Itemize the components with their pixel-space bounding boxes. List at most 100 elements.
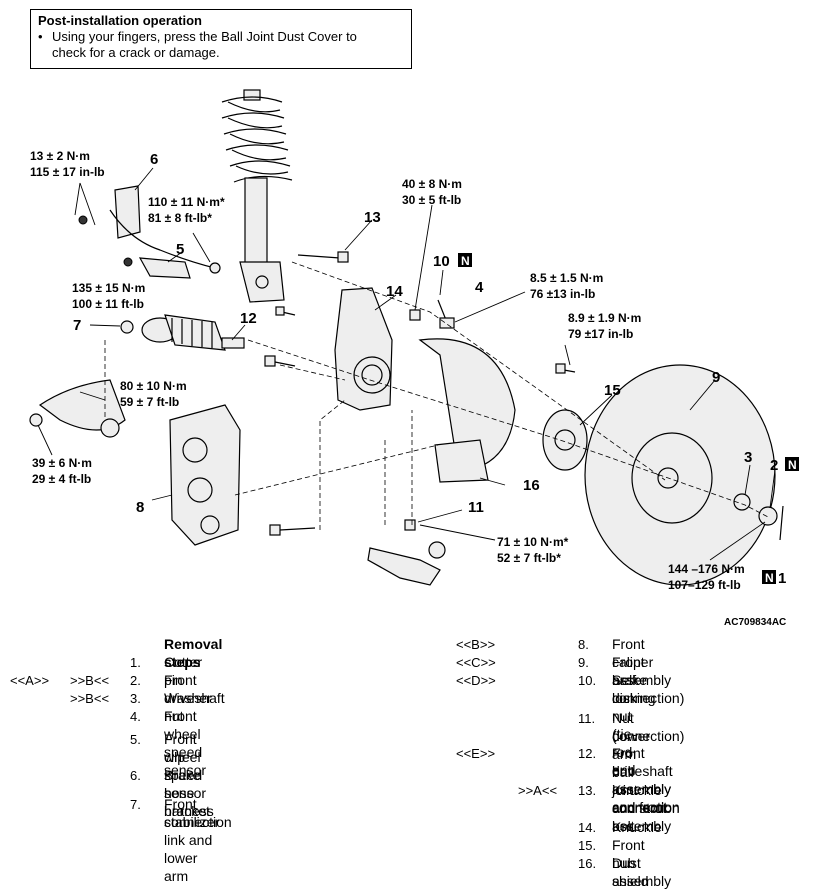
torque-hub-bolt-nm: 80 ± 10 N·m bbox=[120, 379, 187, 393]
part-number-3: 3 bbox=[744, 449, 752, 466]
step-3-code-b: >>B<< bbox=[70, 691, 110, 706]
alignment-lines bbox=[104, 261, 771, 530]
step-5-number: 5. bbox=[130, 732, 141, 747]
part-number-15: 15 bbox=[604, 382, 621, 399]
torque-hub-bolt-ftlb: 59 ± 7 ft-lb bbox=[120, 395, 179, 409]
hub-drawing bbox=[542, 409, 588, 471]
torque-driveshaft-nut-nm: 144 –176 N·m bbox=[668, 562, 745, 576]
part-number-11: 11 bbox=[468, 499, 484, 516]
step-7-text-line2: connection bbox=[164, 814, 232, 830]
step-16-text: Dust shield bbox=[612, 855, 649, 889]
step-7-number: 7. bbox=[130, 797, 141, 812]
step-5-text-line2: clip bbox=[164, 749, 186, 765]
bullet-mark: • bbox=[38, 29, 43, 44]
step-12-text-line2: driveshaft assembly connection bbox=[612, 763, 680, 815]
n-mark-2: N bbox=[788, 458, 797, 472]
note-text-line2: check for a crack or damage. bbox=[52, 45, 220, 60]
step-11-number: 11. bbox=[578, 711, 596, 726]
step-14-text: Knuckle bbox=[612, 819, 662, 835]
torque-lower-arm-ftlb: 29 ± 4 ft-lb bbox=[32, 472, 91, 486]
step-5-text-line1: Front wheel speed sensor harness bbox=[164, 731, 214, 819]
part-number-12: 12 bbox=[240, 310, 257, 327]
tie-rod-end-drawing bbox=[367, 541, 446, 586]
step-10-text-line2: connection) bbox=[612, 690, 685, 706]
torque-dust-shield-inlb: 79 ±17 in-lb bbox=[568, 327, 633, 341]
washer-drawing bbox=[733, 493, 751, 511]
step-4-number: 4. bbox=[130, 709, 141, 724]
part-number-10: 10 bbox=[433, 253, 450, 270]
note-text-line1: Using your fingers, press the Ball Joint… bbox=[52, 29, 357, 44]
step-14-number: 14. bbox=[578, 820, 597, 835]
torque-knuckle-bolt-ftlb: 100 ± 11 ft-lb bbox=[72, 297, 144, 311]
driveshaft-drawing bbox=[120, 314, 245, 351]
part-number-1: 1 bbox=[778, 570, 786, 587]
cotter-pin-drawing bbox=[779, 505, 784, 541]
step-13-text-line2: connection bolt bbox=[612, 800, 680, 834]
step-9-text: Front brake disk bbox=[612, 654, 648, 706]
removal-steps-heading: Removal steps bbox=[164, 636, 223, 670]
part-number-8: 8 bbox=[136, 499, 144, 516]
step-10-text-line1: Self locking nut (tie-rod end bbox=[612, 672, 656, 778]
step-2-code-a: <<A>> bbox=[10, 673, 50, 688]
torque-brake-hose-inlb: 115 ± 17 in-lb bbox=[30, 165, 105, 179]
torque-lower-arm-nm: 39 ± 6 N·m bbox=[32, 456, 92, 470]
torque-dust-shield-nm: 8.9 ± 1.9 N·m bbox=[568, 311, 641, 325]
step-16-number: 16. bbox=[578, 856, 597, 871]
part-number-6: 6 bbox=[150, 151, 158, 168]
step-12-code-a: <<E>> bbox=[456, 746, 496, 761]
step-12-text-line1: Front hub assembly and front bbox=[612, 745, 672, 815]
torque-ball-joint-nut-ftlb: 52 ± 7 ft-lb* bbox=[497, 551, 561, 565]
step-6-text: Brake hose bracket bbox=[164, 767, 210, 819]
dust-shield-drawing bbox=[418, 338, 516, 483]
part-number-13: 13 bbox=[364, 209, 381, 226]
step-4-text: Front wheel speed sensor bbox=[164, 708, 207, 778]
brake-disk-drawing bbox=[584, 364, 776, 586]
step-8-code-a: <<B>> bbox=[456, 637, 496, 652]
step-8-number: 8. bbox=[578, 637, 589, 652]
part-number-16: 16 bbox=[523, 477, 540, 494]
driveshaft-nut-drawing bbox=[758, 506, 778, 526]
torque-tierod-nut-ftlb: 30 ± 5 ft-lb bbox=[402, 193, 461, 207]
torque-speed-sensor-nm: 8.5 ± 1.5 N·m bbox=[530, 271, 603, 285]
step-15-number: 15. bbox=[578, 838, 597, 853]
n-mark-box-2 bbox=[785, 457, 799, 471]
caliper-drawing bbox=[169, 404, 241, 546]
note-bullet: • Using your fingers, press the Ball Joi… bbox=[38, 29, 404, 61]
step-10-code-a: <<D>> bbox=[456, 673, 496, 688]
torque-stabilizer-nut-nm: 110 ± 11 N·m* bbox=[148, 195, 225, 209]
leader-lines bbox=[37, 167, 776, 561]
step-3-number: 3. bbox=[130, 691, 141, 706]
step-3-text: Washer bbox=[164, 690, 212, 706]
brake-hose-bracket-drawing bbox=[78, 185, 221, 279]
knuckle-drawing bbox=[334, 287, 393, 411]
step-10-number: 10. bbox=[578, 673, 597, 688]
n-mark-1: N bbox=[765, 571, 774, 585]
step-7-text-line1: Front stabilizer link and lower arm bbox=[164, 796, 220, 884]
bolts-drawing bbox=[264, 251, 576, 536]
step-11-text-line1: Nut (lower arm ball joint bbox=[612, 710, 651, 798]
note-title: Post-installation operation bbox=[38, 13, 202, 28]
torque-brake-hose-nm: 13 ± 2 N·m bbox=[30, 149, 90, 163]
figure-code: AC709834AC bbox=[724, 617, 786, 628]
torque-stabilizer-nut-ftlb: 81 ± 8 ft-lb* bbox=[148, 211, 212, 225]
step-13-number: 13. bbox=[578, 783, 597, 798]
torque-driveshaft-nut-ftlb: 107–129 ft-lb bbox=[668, 578, 741, 592]
step-1-text: Cotter pin bbox=[164, 654, 203, 688]
step-13-code-b: >>A<< bbox=[518, 783, 558, 798]
part-number-7: 7 bbox=[73, 317, 81, 334]
step-12-number: 12. bbox=[578, 746, 597, 761]
step-9-number: 9. bbox=[578, 655, 589, 670]
lower-arm-drawing bbox=[29, 379, 126, 438]
part-number-14: 14 bbox=[386, 283, 403, 300]
torque-tierod-nut-nm: 40 ± 8 N·m bbox=[402, 177, 462, 191]
step-1-number: 1. bbox=[130, 655, 141, 670]
part-number-4: 4 bbox=[475, 279, 484, 296]
step-2-number: 2. bbox=[130, 673, 141, 688]
n-mark-box-10 bbox=[458, 253, 472, 267]
step-11-text-line2: connection) bbox=[612, 728, 685, 744]
front-axle-exploded-diagram: 13 ± 2 N·m 115 ± 17 in-lb 110 ± 11 N·m* … bbox=[29, 89, 799, 628]
step-2-code-b: >>B<< bbox=[70, 673, 110, 688]
step-2-text: Front driveshaft nut bbox=[164, 672, 225, 724]
step-9-code-a: <<C>> bbox=[456, 655, 496, 670]
step-13-text-line1: Knuckle and strut assembly bbox=[612, 782, 672, 834]
